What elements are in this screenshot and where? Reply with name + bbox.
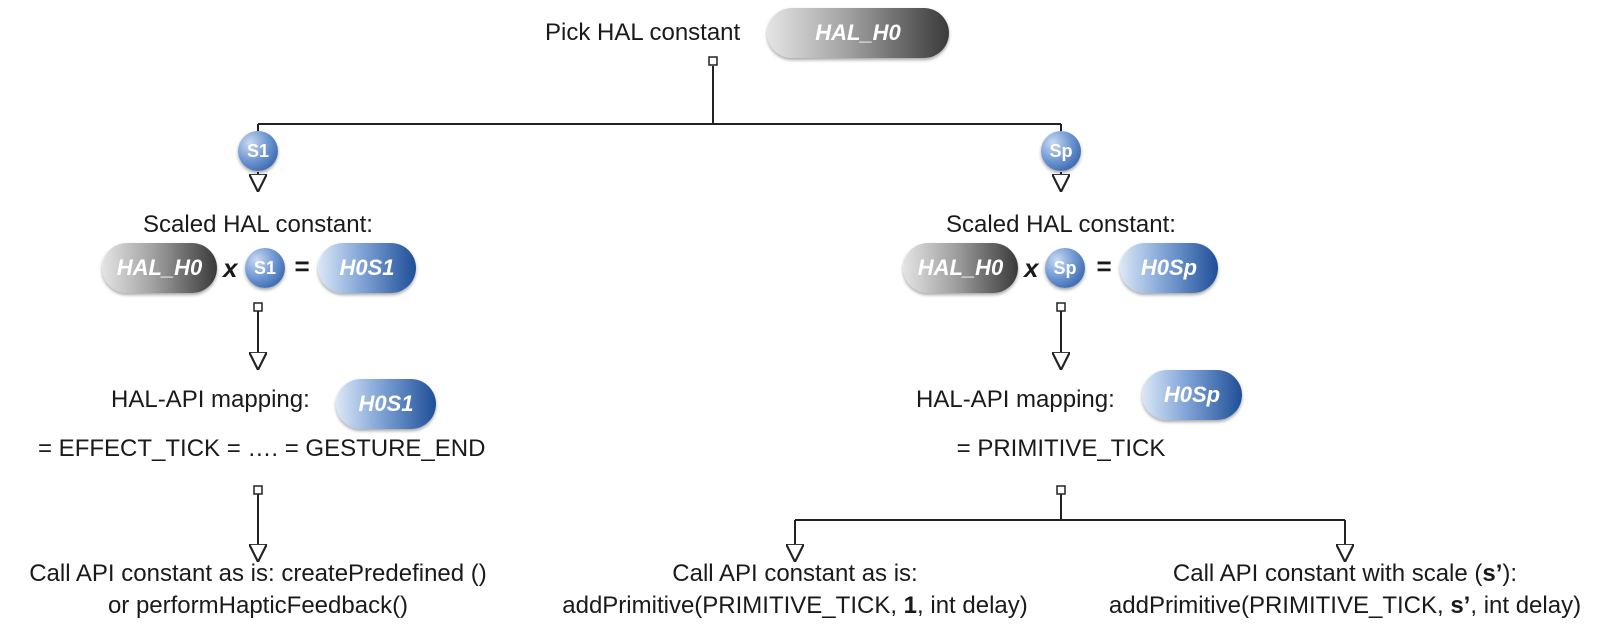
left-scaled-title: Scaled HAL constant:	[143, 211, 373, 238]
branch-a-scale-value: 1	[903, 592, 918, 619]
right-times-sign: x	[1024, 253, 1039, 283]
top-label: Pick HAL constant	[545, 19, 741, 46]
branch-b-scale-symbol: s’	[1482, 560, 1503, 587]
branch-b-line2: addPrimitive(PRIMITIVE_TICK, s’, int del…	[1108, 592, 1582, 619]
right-mapping-value: = PRIMITIVE_TICK	[956, 435, 1166, 462]
left-mapping-pill: H0S1	[336, 379, 436, 429]
left-equals-sign: =	[294, 251, 310, 281]
left-mapping-label: HAL-API mapping:	[111, 386, 310, 413]
branch-b-line1: Call API constant with scale (s’):	[1172, 560, 1518, 587]
sp-badge: Sp	[1041, 131, 1081, 171]
right-eq-sp-badge: Sp	[1045, 248, 1085, 288]
left-times-sign: x	[223, 253, 238, 283]
left-mapping-value: = EFFECT_TICK = …. = GESTURE_END	[38, 435, 486, 462]
h0sp-pill: H0Sp	[1120, 243, 1218, 293]
right-equals-sign: =	[1096, 251, 1112, 281]
branch-a-line1: Call API constant as is:	[672, 560, 918, 587]
right-eq-hal-pill: HAL_H0	[903, 243, 1018, 293]
branch-a-line2: addPrimitive(PRIMITIVE_TICK, 1, int dela…	[562, 592, 1028, 619]
h0s1-pill: H0S1	[318, 243, 416, 293]
hal-h0-pill: HAL_H0	[767, 8, 949, 58]
branch-b-scale-value: s’	[1450, 592, 1471, 619]
right-mapping-pill: H0Sp	[1142, 370, 1242, 420]
right-scaled-title: Scaled HAL constant:	[946, 211, 1176, 238]
right-mapping-label: HAL-API mapping:	[916, 386, 1115, 413]
left-eq-hal-pill: HAL_H0	[102, 243, 217, 293]
left-eq-s1-badge: S1	[245, 248, 285, 288]
s1-badge: S1	[238, 131, 278, 171]
left-call-line1: Call API constant as is: createPredefine…	[29, 560, 487, 587]
left-call-line2: or performHapticFeedback()	[107, 592, 409, 619]
